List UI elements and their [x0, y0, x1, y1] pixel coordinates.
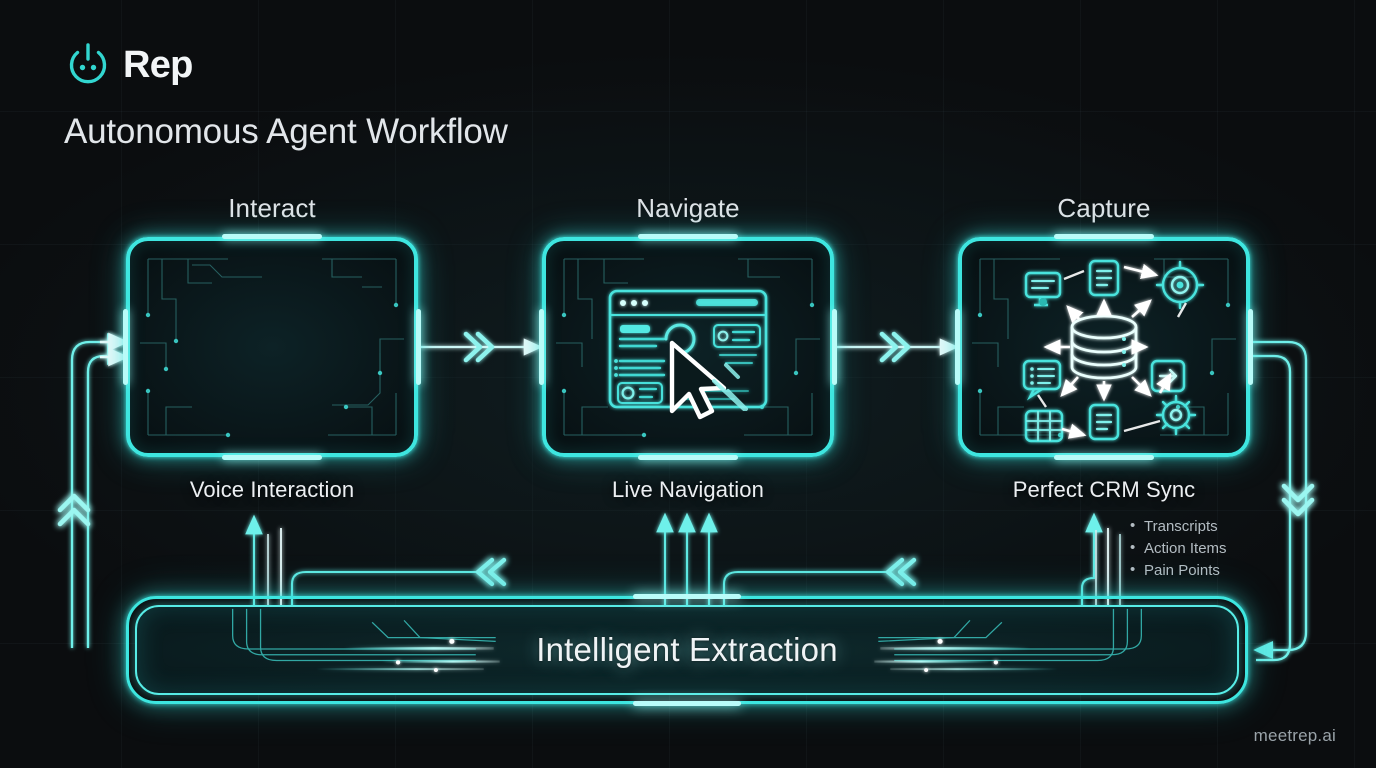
loop-right: [1252, 340, 1308, 662]
step-caption-interact: Voice Interaction: [189, 477, 355, 502]
step-caption-capture: Perfect CRM Sync: [1012, 477, 1196, 502]
audio-waveform-icon: [132, 243, 412, 451]
list-item: Action Items: [1130, 537, 1227, 560]
return-loop-left: [70, 333, 127, 648]
frame-notch-right: [416, 309, 421, 385]
step-card-navigate[interactable]: Navigate: [539, 193, 837, 502]
frame-notch-bottom: [1054, 455, 1154, 460]
loop-right-chevrons: [1281, 483, 1315, 517]
frame-notch-right: [1248, 309, 1253, 385]
footer-url: meetrep.ai: [1253, 726, 1336, 745]
step-title-navigate: Navigate: [636, 193, 740, 223]
rep-power-face-icon: [69, 43, 107, 84]
frame-notch-top: [1054, 234, 1154, 239]
frame-notch-top: [222, 234, 322, 239]
frame-notch-left: [123, 309, 128, 385]
brand-logo: Rep: [64, 40, 193, 88]
bar-label: Intelligent Extraction: [536, 631, 838, 668]
bar-inner-frame: Intelligent Extraction: [135, 605, 1239, 695]
database-hub-icon: [964, 243, 1244, 451]
list-item: Transcripts: [1130, 515, 1227, 538]
frame-notch-bottom: [222, 455, 322, 460]
return-loop-left-chevrons: [57, 493, 91, 527]
capture-outputs-list: Transcripts Action Items Pain Points: [1130, 515, 1227, 582]
flow-arrow-navigate-to-capture: [836, 331, 959, 363]
frame-notch-bottom: [638, 455, 738, 460]
bar-notch-top: [633, 594, 741, 599]
bar-circuit-traces: [232, 608, 1142, 672]
frame-notch-top: [638, 234, 738, 239]
page-title: Autonomous Agent Workflow: [64, 112, 508, 151]
step-title-interact: Interact: [228, 193, 316, 223]
frame-notch-left: [955, 309, 960, 385]
feedback-chevrons: [475, 557, 917, 587]
frame-notch-left: [539, 309, 544, 385]
step-caption-navigate: Live Navigation: [612, 477, 764, 502]
flow-arrow-interact-to-navigate: [420, 331, 543, 363]
intelligent-extraction-bar[interactable]: Intelligent Extraction: [126, 594, 1248, 706]
frame-notch-right: [832, 309, 837, 385]
step-card-capture[interactable]: Capture: [955, 193, 1253, 502]
bar-notch-bottom: [633, 701, 741, 706]
list-item: Pain Points: [1130, 559, 1227, 582]
brand-name: Rep: [123, 44, 193, 86]
step-card-interact[interactable]: Interact: [123, 193, 421, 502]
browser-cursor-icon: [548, 243, 828, 451]
step-title-capture: Capture: [1057, 193, 1151, 223]
